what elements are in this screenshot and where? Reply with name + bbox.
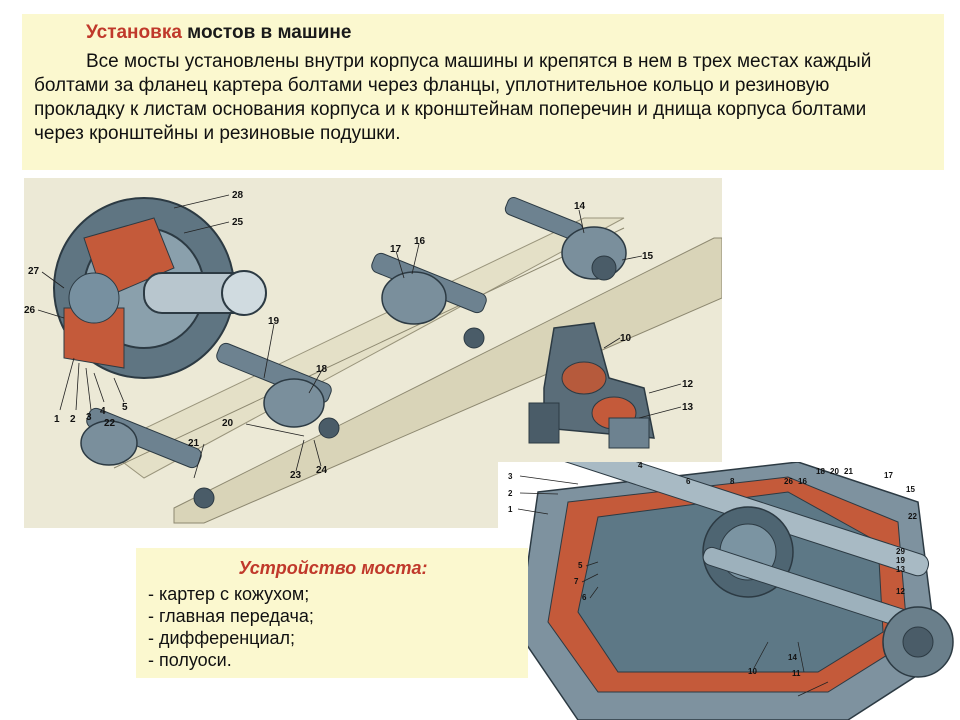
diff-label-26: 26	[784, 477, 793, 486]
diff-label-17: 17	[884, 471, 893, 480]
list-item: - главная передача;	[148, 606, 314, 626]
label-12: 12	[682, 379, 694, 390]
label-2: 2	[70, 414, 76, 425]
heading-rest: мостов в машине	[181, 22, 352, 43]
diff-label-19: 19	[896, 556, 905, 565]
axle-device-panel: Устройство моста: - картер с кожухом; - …	[136, 548, 528, 678]
diff-label-5: 5	[578, 561, 583, 570]
label-23: 23	[290, 470, 302, 481]
label-20: 20	[222, 418, 234, 429]
diff-label-7: 7	[574, 577, 579, 586]
diff-label-15: 15	[906, 485, 915, 494]
list-item: - картер с кожухом;	[148, 584, 310, 604]
front-axle-left	[80, 407, 215, 509]
diff-label-8: 8	[730, 477, 735, 486]
description-paragraph: Все мосты установлены внутри корпуса маш…	[34, 51, 872, 144]
label-22: 22	[104, 418, 116, 429]
label-25: 25	[232, 217, 244, 228]
label-15: 15	[642, 251, 654, 262]
diff-label-22: 22	[908, 512, 917, 521]
diff-label-20: 20	[830, 467, 839, 476]
diff-label-21: 21	[844, 467, 853, 476]
heading-accent: Установка	[86, 22, 182, 43]
description-text: Все мосты установлены внутри корпуса маш…	[34, 50, 914, 146]
description-panel	[22, 14, 944, 170]
label-3: 3	[86, 412, 92, 423]
label-17: 17	[390, 244, 402, 255]
axle-mounting-figure: 28 25 27 26 1 2 3 4 22 5 19 17 16 14 15 …	[24, 178, 722, 528]
label-18: 18	[316, 364, 328, 375]
rear-axle	[504, 196, 627, 281]
diff-label-14: 14	[788, 653, 797, 662]
diff-label-12: 12	[896, 587, 905, 596]
diff-label-29: 29	[896, 547, 905, 556]
axle-cutaway-figure: 3 2 1 4 6 8 26 16 18 20 21 17 15 22 5 7 …	[498, 462, 960, 720]
diff-label-1: 1	[508, 505, 513, 514]
label-13: 13	[682, 402, 694, 413]
wheel-hub-cutaway	[53, 197, 267, 379]
device-title: Устройство моста:	[238, 558, 428, 578]
label-28: 28	[232, 190, 244, 201]
diff-label-4: 4	[638, 462, 643, 470]
diff-label-16: 16	[798, 477, 807, 486]
label-10: 10	[620, 333, 632, 344]
label-4: 4	[100, 406, 106, 417]
diff-label-10: 10	[748, 667, 757, 676]
label-24: 24	[316, 465, 328, 476]
label-21: 21	[188, 438, 200, 449]
device-list: - картер с кожухом; - главная передача; …	[148, 583, 518, 671]
label-26: 26	[24, 305, 36, 316]
label-27: 27	[28, 266, 40, 277]
diff-label-3: 3	[508, 472, 513, 481]
label-19: 19	[268, 316, 280, 327]
front-axle	[216, 342, 340, 439]
diff-label-13: 13	[896, 565, 905, 574]
diff-label-6b: 6	[582, 593, 587, 602]
label-16: 16	[414, 236, 426, 247]
label-1: 1	[54, 414, 60, 425]
label-14: 14	[574, 201, 586, 212]
middle-axle	[371, 252, 487, 349]
diff-label-11: 11	[792, 669, 801, 678]
section-heading: Установка мостов в машине	[86, 22, 351, 44]
list-item: - полуоси.	[148, 650, 232, 670]
diff-label-2: 2	[508, 489, 513, 498]
diff-label-18: 18	[816, 467, 825, 476]
diff-label-6: 6	[686, 477, 691, 486]
mount-bracket	[528, 322, 655, 449]
list-item: - дифференциал;	[148, 628, 296, 648]
label-5: 5	[122, 402, 128, 413]
